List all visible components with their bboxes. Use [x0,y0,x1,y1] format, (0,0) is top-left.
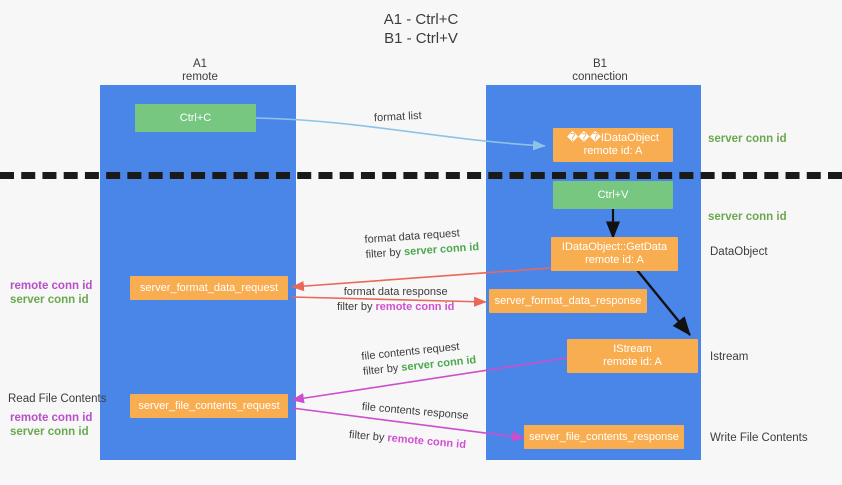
right-label-istream: Istream [710,351,749,363]
edge-label-format-data-response: format data response filter by remote co… [337,285,454,315]
page-title: A1 - Ctrl+C B1 - Ctrl+V [383,11,459,47]
edge-label-format-data-request: format data request filter by server con… [364,225,480,263]
filter-prefix: filter by [337,301,376,313]
left-label-read-file-contents: Read File Contents [8,393,107,405]
node-idataobject-getdata-remote-id: remote id: A [585,254,644,266]
edge-label-file-contents-response: file contents response filter by remote … [348,399,469,453]
node-ctrl-v[interactable]: Ctrl+V [553,181,673,209]
node-server-file-contents-request-label: server_file_contents_request [138,399,280,412]
left-label-remote-conn-id: remote conn id [10,280,93,292]
node-server-format-data-response[interactable]: server_format_data_response [489,289,647,313]
right-label-write-file-contents: Write File Contents [710,432,808,444]
node-idataobject-getdata-label: IDataObject::GetData [561,241,668,253]
node-istream-label: IStream [613,343,652,355]
filter-prefix: filter by [365,246,405,261]
right-label-server-conn-id-top: server conn id [708,133,787,145]
node-server-file-contents-response-label: server_file_contents_response [529,430,679,443]
edge-label-format-data-response-filter: filter by remote conn id [337,300,454,315]
node-ctrl-c-label: Ctrl+C [179,111,212,124]
node-ctrl-c[interactable]: Ctrl+C [135,104,256,132]
left-label-server-conn-id: server conn id [10,294,89,306]
edge-label-format-list-text: format list [373,109,422,125]
node-istream[interactable]: IStream remote id: A [567,339,698,373]
filter-value-server-conn-id: server conn id [403,241,480,259]
node-server-file-contents-request[interactable]: server_file_contents_request [130,394,288,418]
node-istream-remote-id: remote id: A [603,356,662,368]
node-server-file-contents-response[interactable]: server_file_contents_response [524,425,684,449]
node-idataobject-remote-id: remote id: A [583,145,643,157]
node-idataobject-getdata[interactable]: IDataObject::GetData remote id: A [551,237,678,271]
right-label-server-conn-id-mid: server conn id [708,211,787,223]
edge-label-file-contents-request: file contents request filter by server c… [361,338,477,380]
filter-prefix: filter by [362,361,402,378]
filter-value-remote-conn-id: remote conn id [375,301,455,313]
filter-value-remote-conn-id: remote conn id [386,432,467,452]
phase-divider [0,172,842,179]
left-conn-pair-format: remote conn id server conn id [10,279,92,307]
edge-label-file-contents-response-text: file contents response [361,400,469,423]
edge-label-format-list: format list [374,109,422,126]
edge-label-file-contents-response-filter: filter by remote conn id [348,428,466,453]
node-server-format-data-response-label: server_format_data_response [494,294,642,307]
edge-label-format-data-response-text: format data response [343,286,448,298]
right-label-dataobject: DataObject [710,246,768,258]
node-server-format-data-request[interactable]: server_format_data_request [130,276,288,300]
node-server-format-data-request-label: server_format_data_request [139,281,279,294]
node-idataobject[interactable]: ���IDataObject remote id: A [553,128,673,162]
node-idataobject-label: ���IDataObject [567,132,659,144]
lane-label-a1: A1 remote [182,58,218,83]
left-conn-pair-file: remote conn id server conn id [10,411,92,439]
lane-label-b1: B1 connection [572,58,628,83]
left-label-server-conn-id: server conn id [10,426,89,438]
node-ctrl-v-label: Ctrl+V [597,188,629,201]
left-label-remote-conn-id: remote conn id [10,412,93,424]
filter-prefix: filter by [348,428,388,445]
